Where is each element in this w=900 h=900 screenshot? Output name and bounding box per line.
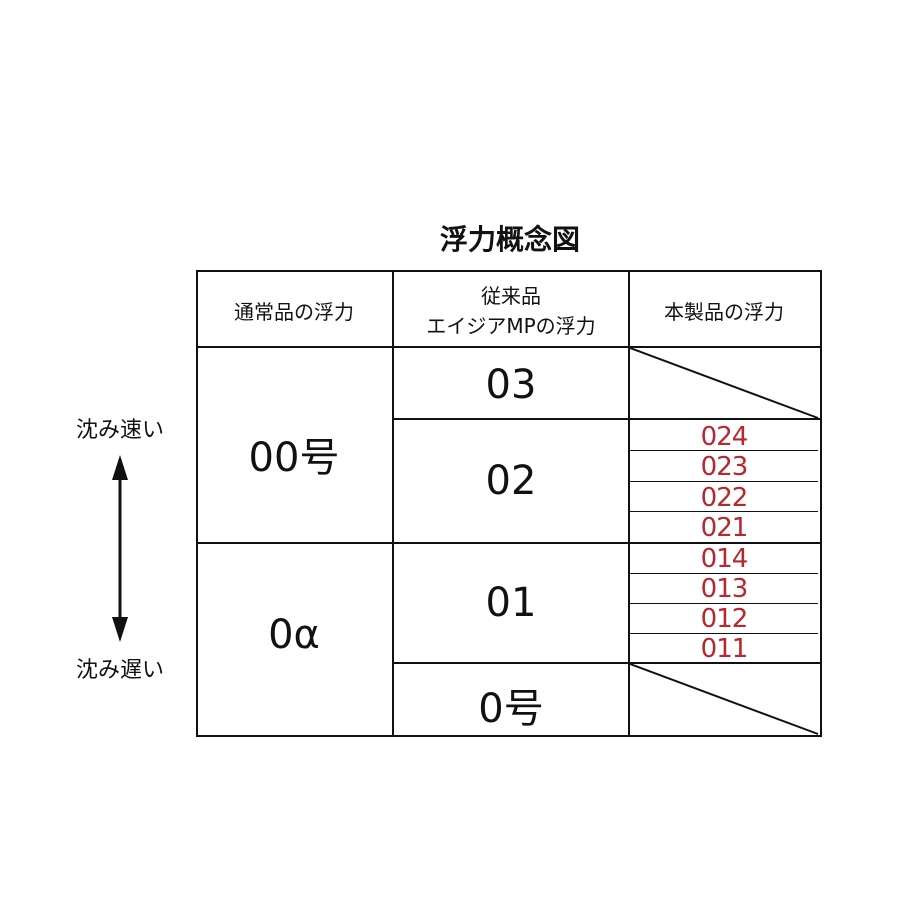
diagram-title: 浮力概念図 xyxy=(439,223,580,256)
product-value: 021 xyxy=(700,513,749,543)
conventional-value: 01 xyxy=(485,580,537,626)
product-value: 013 xyxy=(700,574,749,604)
product-value: 014 xyxy=(700,544,749,574)
product-value: 022 xyxy=(700,483,749,513)
sub-divider xyxy=(630,633,818,634)
empty-cell-diagonal xyxy=(629,663,819,735)
axis-label-fast: 沈み速い xyxy=(75,418,164,443)
header-divider xyxy=(196,346,820,348)
product-value: 023 xyxy=(700,452,749,482)
product-value: 024 xyxy=(700,422,749,452)
conventional-value: 03 xyxy=(485,362,537,408)
sub-divider xyxy=(630,481,818,482)
sub-divider xyxy=(630,511,818,512)
arrow-down-head xyxy=(112,617,128,642)
header-conventional-line2: エイジアMPの浮力 xyxy=(426,314,596,338)
sub-divider xyxy=(630,573,818,574)
col-divider xyxy=(392,270,394,735)
conventional-value: 02 xyxy=(485,458,537,504)
axis-label-slow: 沈み遅い xyxy=(75,658,164,683)
product-value: 011 xyxy=(700,634,749,664)
sub-divider xyxy=(630,603,818,604)
table-frame xyxy=(196,270,822,737)
product-value: 012 xyxy=(700,604,749,634)
row-divider xyxy=(392,662,820,664)
header-normal: 通常品の浮力 xyxy=(234,300,354,324)
row-divider xyxy=(196,542,820,544)
empty-cell-diagonal xyxy=(629,347,819,419)
row-divider xyxy=(392,418,820,420)
header-product: 本製品の浮力 xyxy=(664,300,784,324)
arrow-up-head xyxy=(112,455,128,480)
normal-value: 0α xyxy=(268,612,320,658)
col-divider xyxy=(628,270,630,735)
normal-value: 00号 xyxy=(248,435,340,481)
sub-divider xyxy=(630,450,818,451)
header-conventional-line1: 従来品 xyxy=(481,284,541,308)
conventional-value: 0号 xyxy=(478,686,544,732)
